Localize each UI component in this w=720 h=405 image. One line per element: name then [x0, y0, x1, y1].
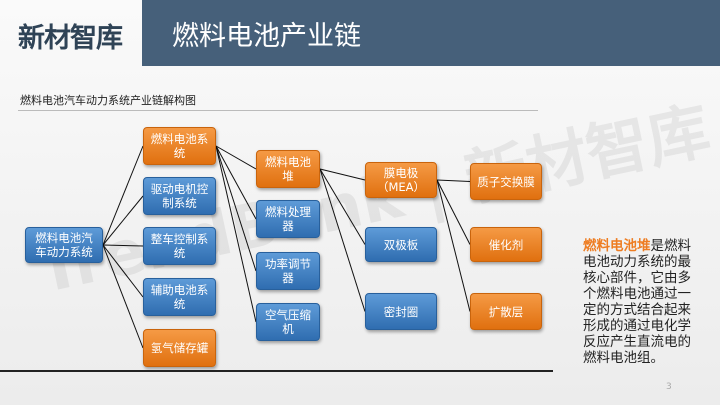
- node-fuel-cell-system: 燃料电池系统: [143, 127, 216, 165]
- node-hydrogen-tank: 氢气储存罐: [143, 329, 216, 367]
- connector-b0-c1: [319, 168, 366, 245]
- connector-root-a2: [102, 244, 144, 247]
- divider: [18, 110, 538, 111]
- page-title: 燃料电池产业链: [172, 21, 361, 52]
- node-vehicle-control: 整车控制系统: [143, 227, 216, 265]
- connector-root-a1: [102, 195, 144, 246]
- node-seal: 密封圈: [365, 293, 437, 330]
- description-highlight: 燃料电池堆: [583, 238, 651, 254]
- connector-c0-d0: [436, 179, 471, 182]
- connector-a0-b0: [215, 145, 257, 170]
- connector-root-a4: [102, 244, 144, 349]
- node-mea: 膜电极（MEA）: [365, 162, 437, 198]
- node-air-compressor: 空气压缩机: [256, 303, 320, 341]
- node-fuel-processor: 燃料处理器: [256, 200, 320, 238]
- connector-a0-b2: [215, 145, 257, 272]
- diagram-subtitle: 燃料电池汽车动力系统产业链解构图: [20, 94, 196, 107]
- node-bipolar-plate: 双极板: [365, 227, 437, 262]
- connector-root-a0: [102, 145, 144, 246]
- page-number: 3: [666, 382, 672, 392]
- connector-b0-c0: [319, 168, 366, 181]
- bottom-divider: [0, 370, 553, 372]
- connector-c0-d2: [436, 179, 471, 312]
- connector-a0-b3: [215, 145, 257, 323]
- header-bar: 燃料电池产业链: [142, 0, 720, 66]
- logo: 新材智库: [18, 23, 123, 54]
- description-text: 是燃料电池动力系统的最核心部件，它由多个燃料电池通过一定的方式结合起来形成的通过…: [583, 238, 691, 366]
- node-diffusion-layer: 扩散层: [470, 293, 542, 330]
- connector-b0-c2: [319, 168, 366, 312]
- node-pem: 质子交换膜: [470, 163, 542, 200]
- node-power-regulator: 功率调节器: [256, 252, 320, 290]
- description: 燃料电池堆是燃料电池动力系统的最核心部件，它由多个燃料电池通过一定的方式结合起来…: [583, 238, 693, 366]
- connector-c0-d1: [436, 179, 471, 245]
- node-fuel-cell-stack: 燃料电池堆: [256, 150, 320, 188]
- node-motor-control: 驱动电机控制系统: [143, 177, 216, 215]
- node-aux-battery: 辅助电池系统: [143, 278, 216, 316]
- node-root: 燃料电池汽车动力系统: [25, 227, 103, 263]
- connector-root-a3: [102, 244, 144, 298]
- node-catalyst: 催化剂: [470, 227, 542, 262]
- connector-a0-b1: [215, 145, 257, 220]
